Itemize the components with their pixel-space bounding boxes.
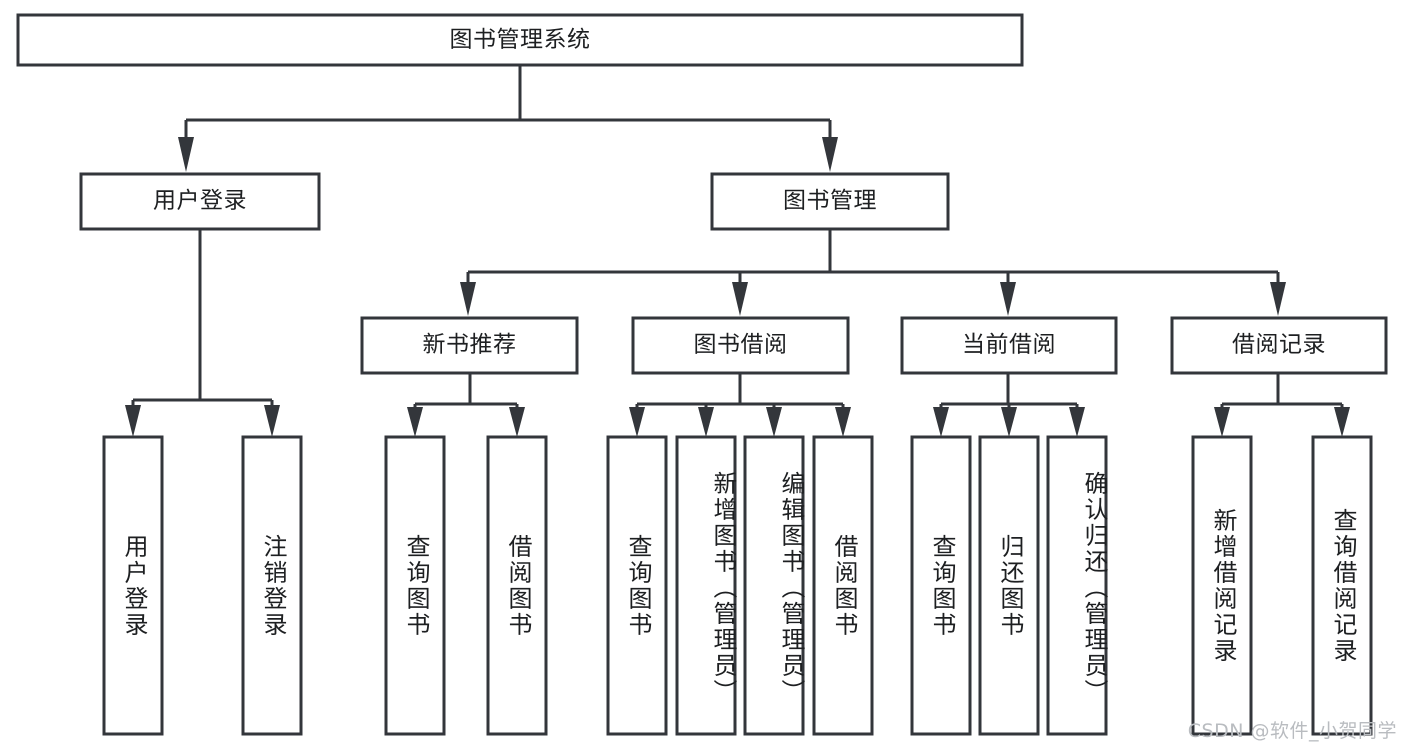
arrow-root-to-user-login [178, 137, 194, 172]
node-leaf-add-book-box[interactable] [675, 435, 737, 736]
arrow-cb-leaf-3 [1069, 407, 1085, 437]
node-user-login-box[interactable] [79, 172, 321, 231]
node-leaf-query-book-1-box[interactable] [384, 435, 446, 736]
arrow-bm-to-book-borrow [732, 282, 748, 316]
arrow-bm-to-new-book [460, 282, 476, 316]
node-root-box[interactable] [16, 13, 1024, 67]
node-leaf-query-book-2-box[interactable] [606, 435, 668, 736]
arrow-bb-leaf-2 [698, 407, 714, 437]
node-leaf-query-record-box[interactable] [1311, 435, 1373, 736]
node-borrow-record-box[interactable] [1170, 316, 1388, 375]
arrow-bm-to-borrow-record [1270, 282, 1286, 316]
arrow-user-login-leaf-1 [125, 405, 141, 437]
arrow-bm-to-current-borrow [1000, 282, 1016, 316]
node-leaf-confirm-return-box[interactable] [1046, 435, 1108, 736]
node-book-borrow-box[interactable] [631, 316, 850, 375]
node-leaf-add-record-box[interactable] [1191, 435, 1253, 736]
node-leaf-return-book-box[interactable] [978, 435, 1040, 736]
node-current-borrow-box[interactable] [900, 316, 1118, 375]
arrow-bb-leaf-4 [835, 407, 851, 437]
node-leaf-borrow-book-1-box[interactable] [486, 435, 548, 736]
arrow-cb-leaf-1 [933, 407, 949, 437]
arrow-bb-leaf-3 [766, 407, 782, 437]
arrow-br-leaf-2 [1334, 407, 1350, 437]
node-leaf-query-book-3-box[interactable] [910, 435, 972, 736]
arrow-nbr-leaf-1 [407, 407, 423, 437]
node-leaf-borrow-book-2-box[interactable] [812, 435, 874, 736]
arrow-root-to-book-manage [822, 137, 838, 172]
arrow-bb-leaf-1 [629, 407, 645, 437]
node-book-manage-box[interactable] [710, 172, 950, 231]
node-leaf-edit-book-box[interactable] [743, 435, 805, 736]
arrow-cb-leaf-2 [1001, 407, 1017, 437]
arrow-nbr-leaf-2 [509, 407, 525, 437]
arrow-br-leaf-1 [1214, 407, 1230, 437]
node-leaf-logout-login-box[interactable] [241, 435, 303, 736]
node-new-book-recommend-box[interactable] [360, 316, 579, 375]
node-leaf-user-login-box[interactable] [102, 435, 164, 736]
arrow-user-login-leaf-2 [264, 405, 280, 437]
